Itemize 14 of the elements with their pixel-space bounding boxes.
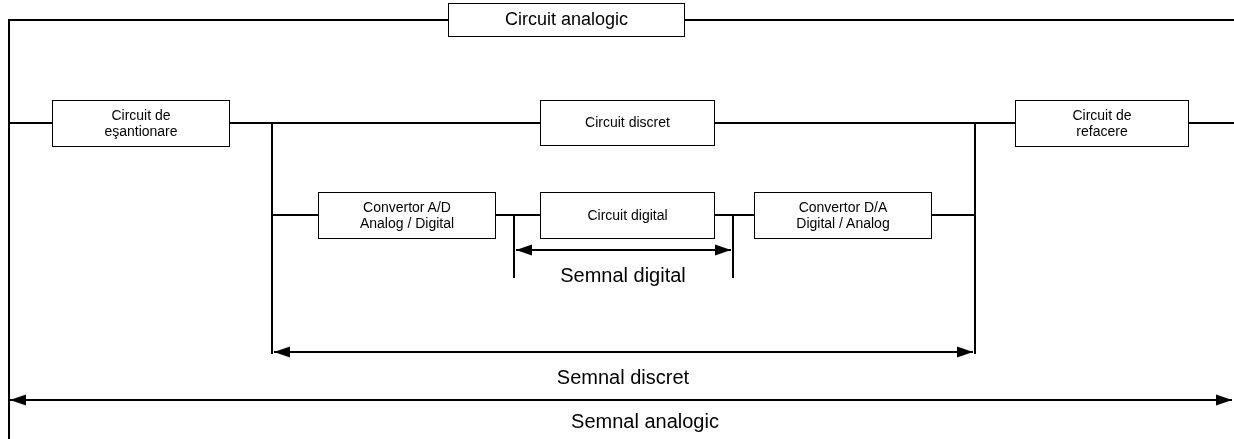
- signal-label: Semnal analogic: [571, 410, 719, 433]
- signal-label: Semnal digital: [560, 264, 686, 287]
- block-box: Circuit discret: [540, 100, 715, 146]
- connector-line: [714, 214, 755, 216]
- block-box: Circuit de refacere: [1015, 100, 1189, 147]
- connector-line: [495, 214, 541, 216]
- block-box: Circuit de eşantionare: [52, 100, 230, 147]
- block-box: Convertor A/D Analog / Digital: [318, 192, 496, 239]
- signal-label: Semnal discret: [556, 366, 690, 389]
- block-box: Circuit analogic: [448, 3, 685, 37]
- block-box: Circuit digital: [540, 192, 715, 239]
- connector-line: [8, 19, 449, 124]
- connector-line: [714, 122, 1016, 124]
- block-box: Convertor D/A Digital / Analog: [754, 192, 932, 239]
